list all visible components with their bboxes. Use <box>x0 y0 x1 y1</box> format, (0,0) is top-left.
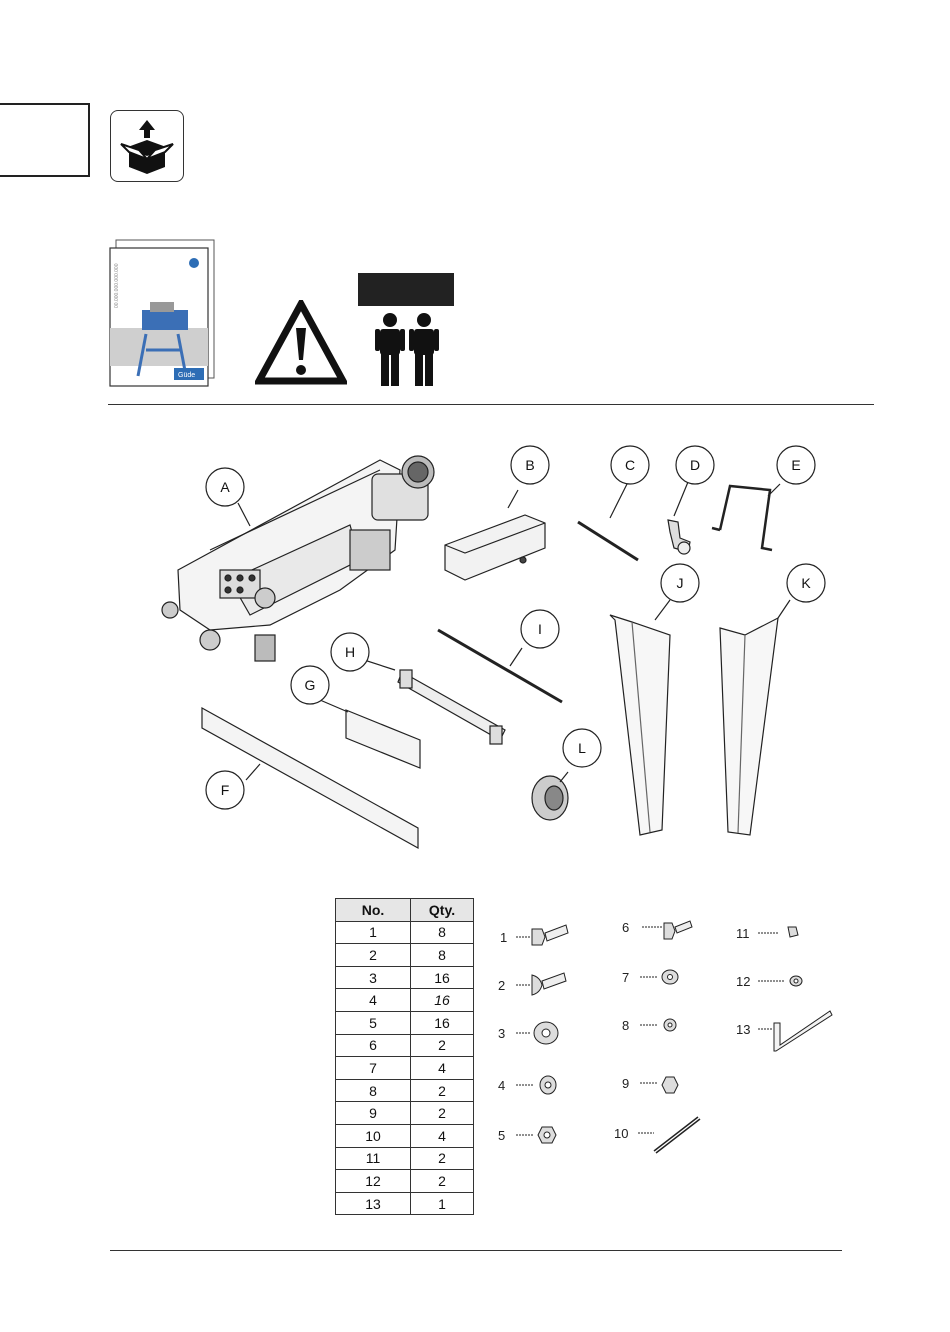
part-label-A: A <box>220 479 230 495</box>
cell-qty: 16 <box>411 966 474 989</box>
cell-no: 9 <box>336 1102 411 1125</box>
parts-diagram: A B C D E F G H I J K L <box>150 430 850 860</box>
hardware-diagram: 1 2 3 4 5 6 7 8 9 10 11 12 13 <box>490 905 850 1165</box>
svg-text:00.000.000.000.000: 00.000.000.000.000 <box>114 263 120 308</box>
unpack-box-icon <box>110 110 184 182</box>
cell-no: 6 <box>336 1034 411 1057</box>
cell-qty: 2 <box>411 1079 474 1102</box>
part-label-G: G <box>305 677 316 693</box>
hardware-label-2: 2 <box>498 978 505 993</box>
hardware-label-11: 11 <box>736 926 750 941</box>
part-label-L: L <box>578 740 586 756</box>
divider-top <box>108 404 874 405</box>
part-label-E: E <box>791 457 800 473</box>
hardware-label-5: 5 <box>498 1128 505 1143</box>
cell-no: 5 <box>336 1011 411 1034</box>
hardware-label-10: 10 <box>614 1126 628 1141</box>
hardware-label-4: 4 <box>498 1078 505 1093</box>
cell-no: 3 <box>336 966 411 989</box>
cell-no: 4 <box>336 989 411 1012</box>
manual-cover-image: 00.000.000.000.000 Güde <box>108 238 216 390</box>
header-qty: Qty. <box>411 899 474 922</box>
warning-icon <box>255 300 347 385</box>
hardware-label-1: 1 <box>500 930 507 945</box>
header-no: No. <box>336 899 411 922</box>
cell-qty: 4 <box>411 1124 474 1147</box>
part-label-I: I <box>538 621 542 637</box>
part-label-B: B <box>525 457 534 473</box>
part-label-C: C <box>625 457 635 473</box>
cell-qty: 16 <box>411 1011 474 1034</box>
hardware-label-8: 8 <box>622 1018 629 1033</box>
manual-brand: Güde <box>178 372 195 379</box>
divider-bottom <box>110 1250 842 1251</box>
part-label-H: H <box>345 644 355 660</box>
hardware-label-9: 9 <box>622 1076 629 1091</box>
cell-no: 7 <box>336 1057 411 1080</box>
hardware-label-6: 6 <box>622 920 629 935</box>
two-person-bar <box>358 273 454 306</box>
part-label-D: D <box>690 457 700 473</box>
cell-qty: 2 <box>411 1034 474 1057</box>
cell-qty: 2 <box>411 1102 474 1125</box>
cell-no: 13 <box>336 1192 411 1215</box>
part-A-saw <box>162 456 434 661</box>
cell-qty: 4 <box>411 1057 474 1080</box>
hardware-label-12: 12 <box>736 974 750 989</box>
cell-qty: 16 <box>411 989 474 1012</box>
cell-qty: 8 <box>411 921 474 944</box>
hardware-label-3: 3 <box>498 1026 505 1041</box>
cell-no: 1 <box>336 921 411 944</box>
cell-qty: 2 <box>411 1170 474 1193</box>
hardware-label-7: 7 <box>622 970 629 985</box>
two-person-icon <box>372 312 442 386</box>
part-label-J: J <box>677 575 684 591</box>
hardware-label-13: 13 <box>736 1022 750 1037</box>
cell-no: 12 <box>336 1170 411 1193</box>
side-tab <box>0 103 90 177</box>
cell-no: 11 <box>336 1147 411 1170</box>
table-header-row: No. Qty. <box>336 899 474 922</box>
cell-no: 8 <box>336 1079 411 1102</box>
cell-qty: 2 <box>411 1147 474 1170</box>
cell-qty: 1 <box>411 1192 474 1215</box>
cell-no: 10 <box>336 1124 411 1147</box>
cell-no: 2 <box>336 944 411 967</box>
part-label-K: K <box>801 575 811 591</box>
part-label-F: F <box>221 782 230 798</box>
cell-qty: 8 <box>411 944 474 967</box>
